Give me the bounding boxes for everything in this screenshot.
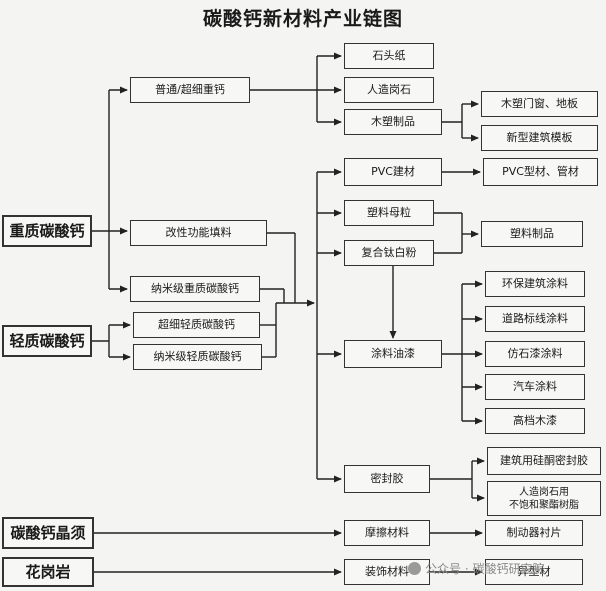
silicone-sealant-box: 建筑用硅酮密封胶	[487, 447, 601, 475]
wood-plastic-box: 木塑制品	[344, 109, 442, 135]
pvc-building-box: PVC建材	[344, 158, 442, 186]
source-calcium-carbonate-whisker: 碳酸钙晶须	[2, 517, 94, 549]
road-coating-box: 道路标线涂料	[485, 306, 585, 332]
artificial-granite-box: 人造岗石	[344, 77, 434, 103]
watermark: 公众号 · 碳酸钙研究院	[408, 560, 544, 577]
formwork-box: 新型建筑模板	[481, 125, 598, 151]
resin-line-1: 人造岗石用	[519, 486, 569, 498]
sealant-box: 密封胶	[344, 465, 430, 493]
resin-box: 人造岗石用 不饱和聚酯树脂	[487, 481, 601, 516]
source-granite: 花岗岩	[2, 557, 94, 587]
page-title: 碳酸钙新材料产业链图	[202, 8, 403, 30]
ultrafine-light-box: 超细轻质碳酸钙	[133, 312, 260, 338]
plastic-masterbatch-box: 塑料母粒	[344, 200, 434, 226]
pvc-profiles-box: PVC型材、管材	[483, 158, 598, 186]
stone-coating-box: 仿石漆涂料	[485, 341, 585, 367]
nano-heavy-box: 纳米级重质碳酸钙	[130, 276, 260, 302]
specialty-panels-box: 异型材	[485, 559, 583, 585]
wechat-icon	[408, 562, 421, 575]
stone-paper-box: 石头纸	[344, 43, 434, 69]
auto-coating-box: 汽车涂料	[485, 374, 585, 400]
modified-filler-box: 改性功能填料	[130, 220, 267, 246]
source-heavy-calcium-carbonate: 重质碳酸钙	[2, 215, 92, 247]
wood-paint-box: 高档木漆	[485, 408, 585, 434]
plastic-products-box: 塑料制品	[481, 221, 583, 247]
resin-line-2: 不饱和聚酯树脂	[509, 499, 579, 511]
eco-coating-box: 环保建筑涂料	[485, 271, 585, 297]
ordinary-ultrafine-heavy-box: 普通/超细重钙	[130, 77, 250, 103]
nano-light-box: 纳米级轻质碳酸钙	[133, 344, 262, 370]
watermark-text: 公众号 · 碳酸钙研究院	[425, 562, 545, 576]
coatings-box: 涂料油漆	[344, 340, 442, 368]
brake-pads-box: 制动器衬片	[485, 520, 583, 546]
composite-titanium-box: 复合钛白粉	[344, 240, 434, 266]
friction-material-box: 摩擦材料	[344, 520, 430, 546]
wpc-doors-floor-box: 木塑门窗、地板	[481, 91, 598, 117]
source-light-calcium-carbonate: 轻质碳酸钙	[2, 325, 92, 357]
